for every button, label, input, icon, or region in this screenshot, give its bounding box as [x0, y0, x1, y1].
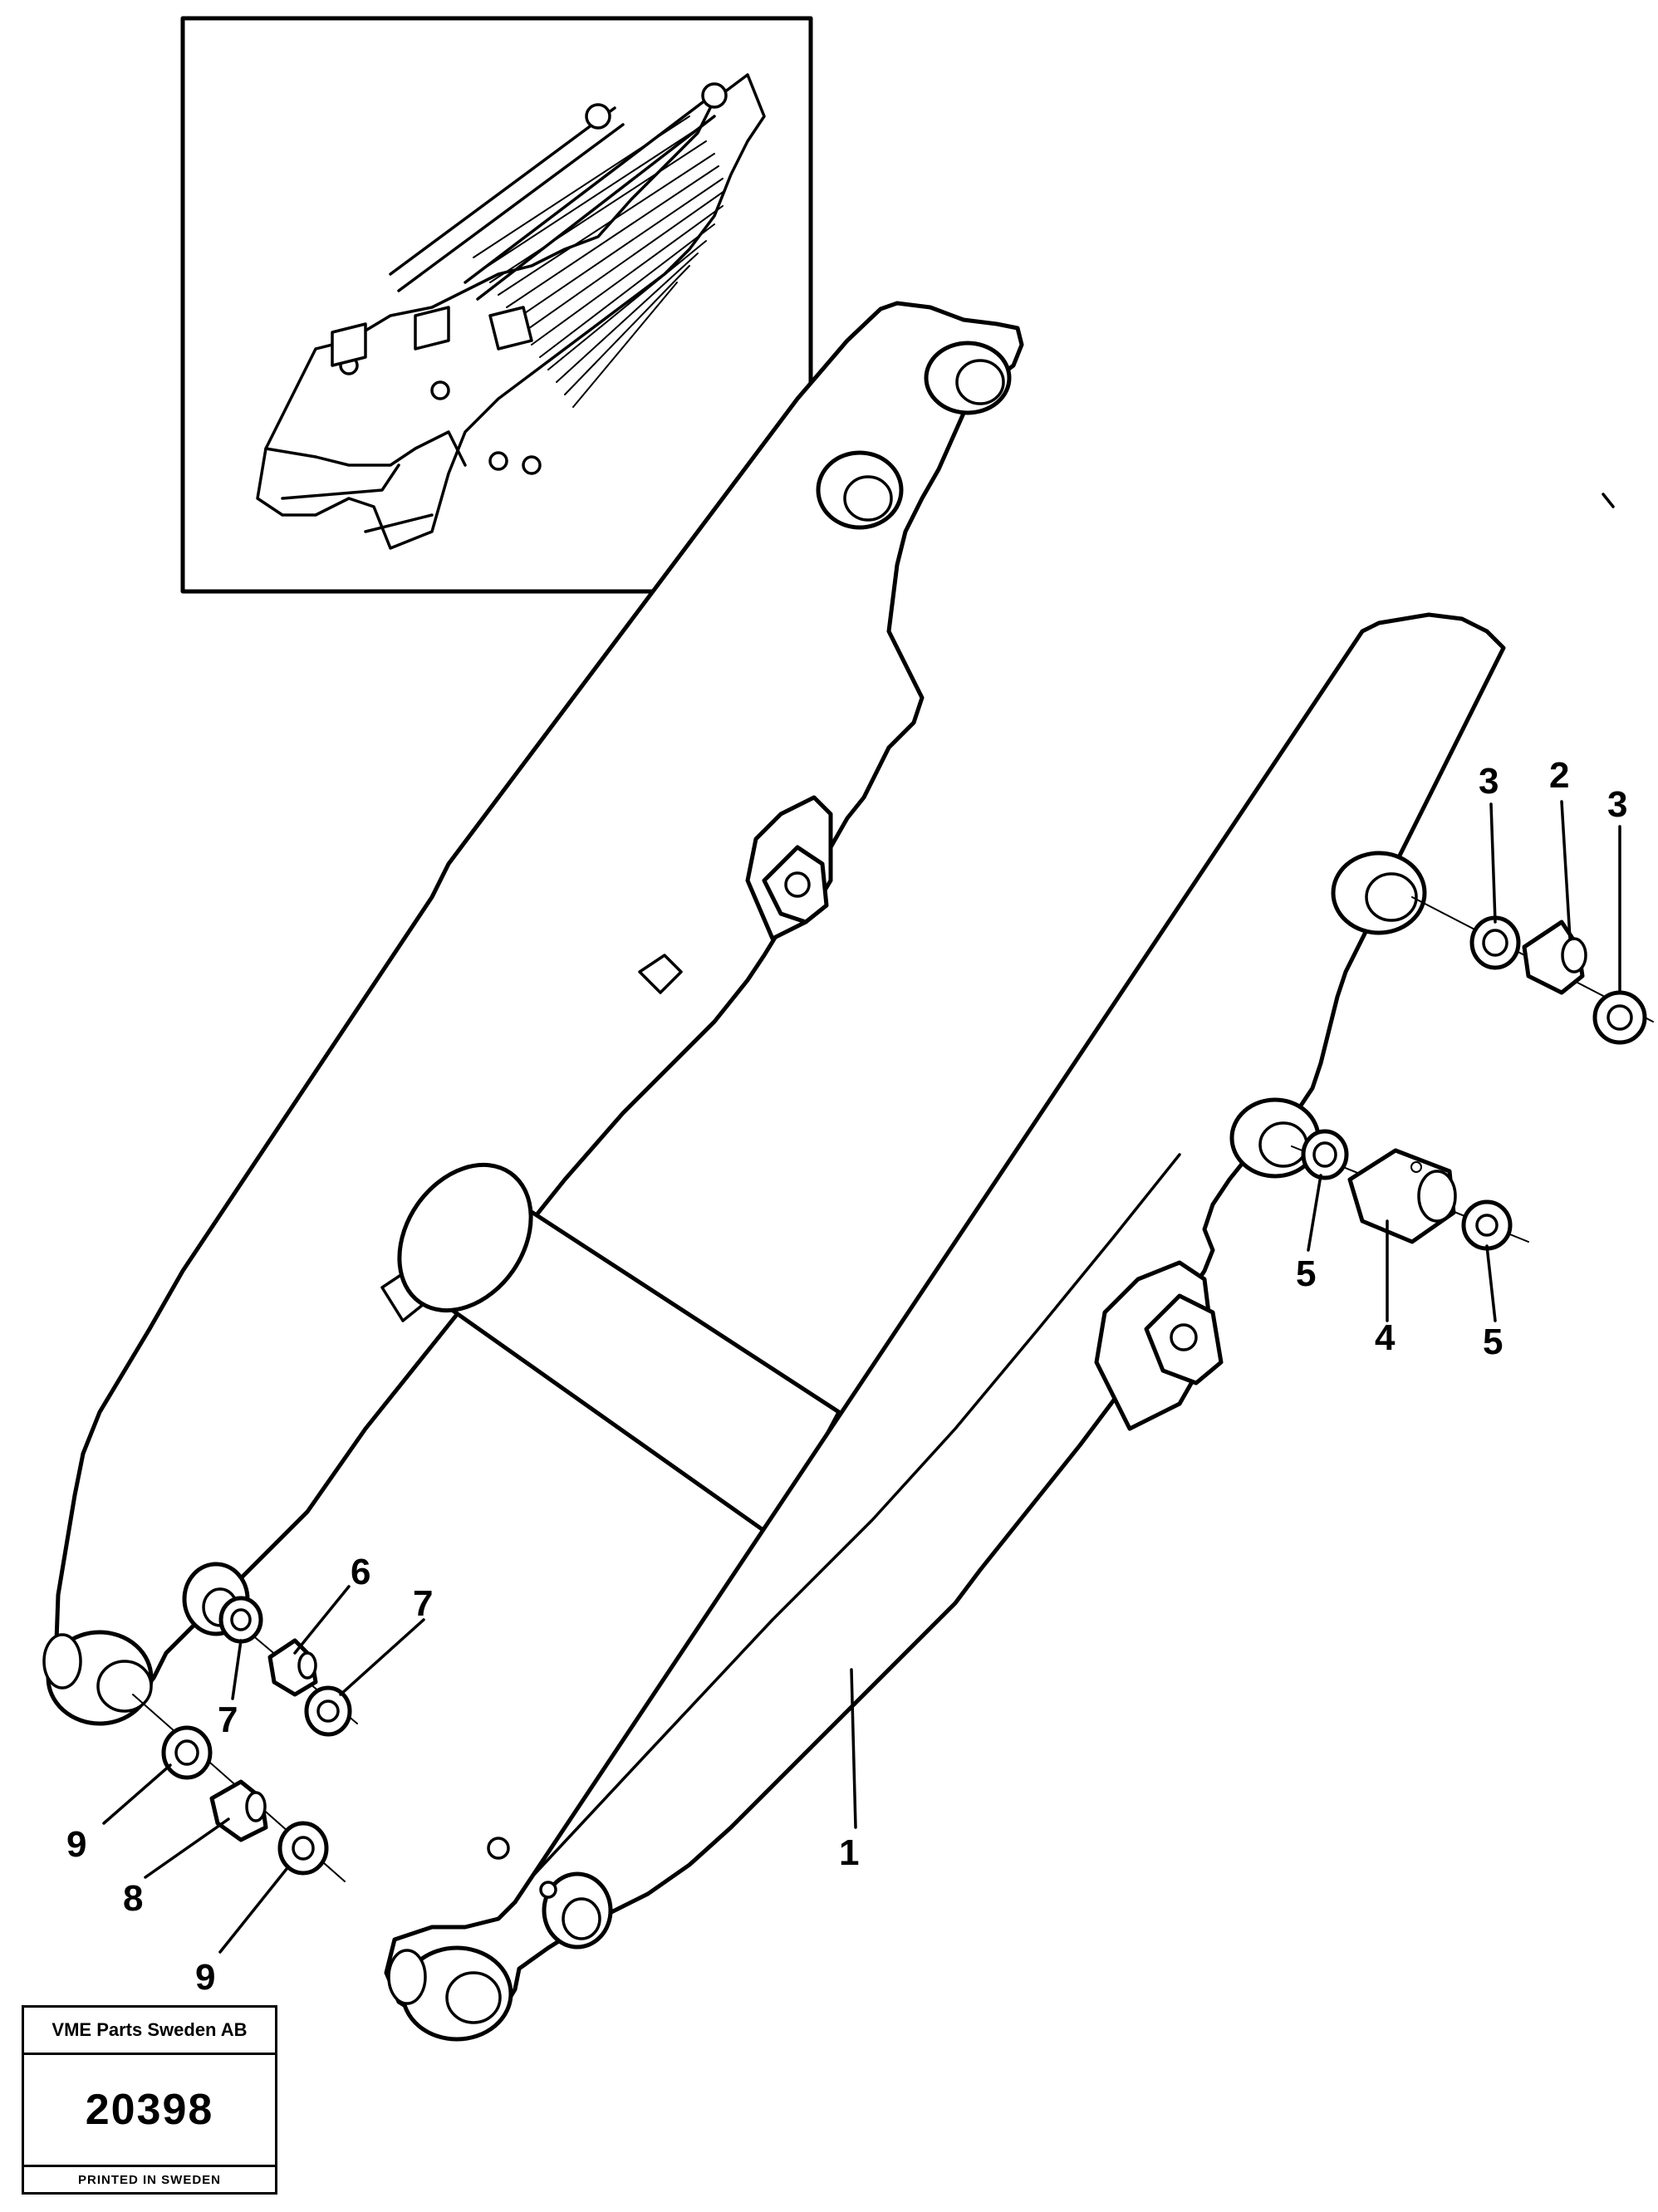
callout-4: 4 [1375, 1317, 1396, 1358]
callout-numbers: 3 2 3 5 4 5 1 6 7 7 9 8 9 [66, 755, 1627, 1998]
exploded-parts [132, 896, 1654, 1882]
right-arm-lower-boss-rear [387, 1949, 427, 2005]
right-arm-mid-boss-bore [1258, 1121, 1308, 1168]
left-arm-top-boss-bore [955, 359, 1005, 405]
right-arm-top-boss-bore [1365, 872, 1418, 922]
stray-mark [1602, 493, 1615, 508]
stamp-number: 20398 [24, 2055, 275, 2167]
stamp-printed: PRINTED IN SWEDEN [77, 2172, 221, 2187]
callout-6: 6 [351, 1552, 370, 1592]
callout-3-left: 3 [1479, 761, 1499, 802]
callout-1: 1 [839, 1832, 859, 1873]
right-arm-lower-boss-bore [445, 1971, 502, 2024]
inset-frame [180, 16, 813, 594]
callout-9-bottom: 9 [195, 1957, 215, 1998]
overview-inset [180, 16, 813, 594]
leader-lines [102, 800, 1621, 1954]
left-arm-mid-boss-bore [843, 475, 893, 522]
left-arm-plate-1 [638, 954, 683, 994]
right-arm [384, 612, 1506, 2029]
callout-5-right: 5 [1483, 1322, 1503, 1362]
inset-loader-illustration [256, 73, 766, 550]
left-arm [47, 301, 1024, 1709]
left-arm-lower-boss-rear [42, 1633, 82, 1690]
callout-7-left: 7 [218, 1699, 238, 1740]
right-arm-edge [530, 1153, 1181, 1879]
callout-5-left: 5 [1296, 1253, 1316, 1294]
callout-2: 2 [1549, 755, 1569, 796]
callout-7-right: 7 [413, 1583, 433, 1624]
callout-9-top: 9 [66, 1824, 86, 1865]
cross-tube-end [397, 1162, 533, 1313]
callout-3-right: 3 [1607, 784, 1627, 825]
parts-stamp: VME Parts Sweden AB 20398 PRINTED IN SWE… [22, 2005, 277, 2195]
loader-frame-main [42, 301, 1506, 2042]
callout-8: 8 [123, 1878, 143, 1919]
stamp-company: VME Parts Sweden AB [24, 2008, 275, 2055]
right-arm-mid-lower-boss-bore [562, 1897, 601, 1940]
